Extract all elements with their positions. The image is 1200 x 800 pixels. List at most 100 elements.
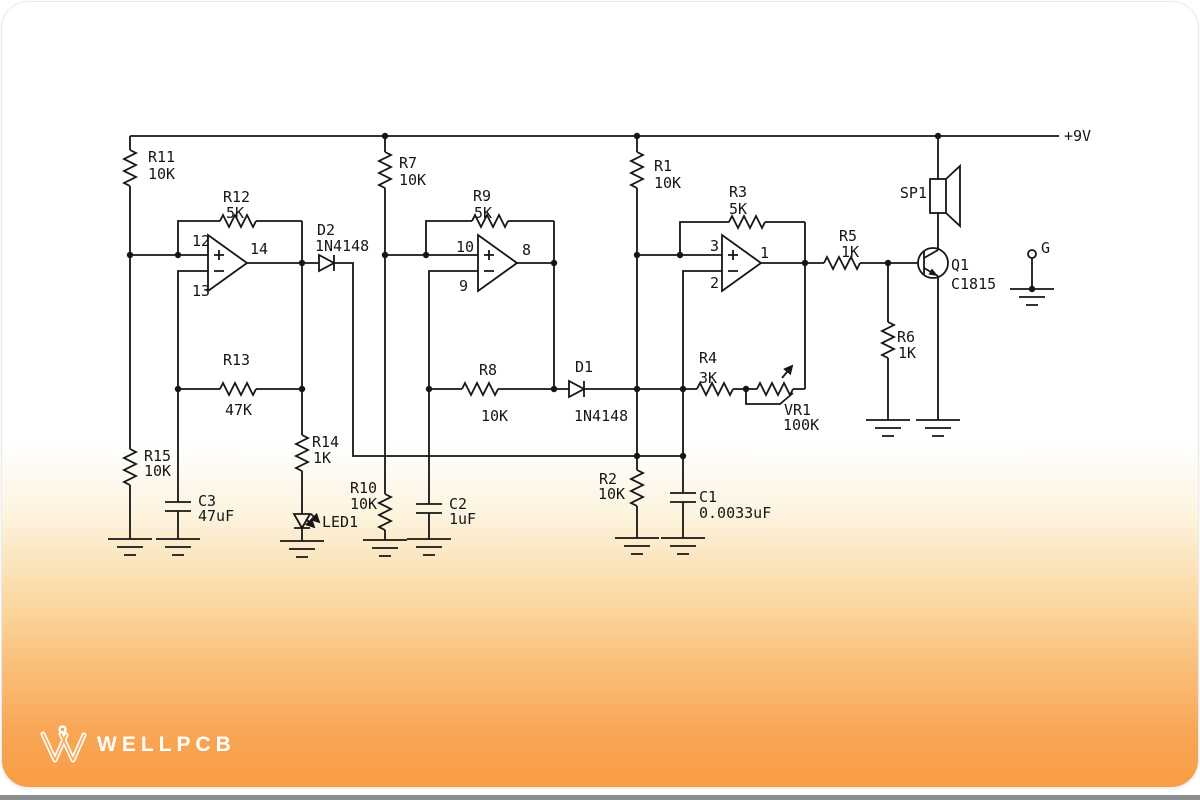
- opamp-triangle-icon: [721, 234, 762, 292]
- value-label: 10K: [598, 485, 625, 503]
- resistor-icon: [123, 448, 137, 486]
- resistor-R3: R3 5K: [728, 183, 766, 229]
- value-label: 1N4148: [574, 407, 628, 425]
- page-bottom-bar: [0, 795, 1200, 800]
- resistor-R14: R14 1K: [295, 433, 339, 472]
- capacitor-C2: C2 1uF: [415, 495, 476, 528]
- resistor-R2: R2 10K: [598, 469, 644, 507]
- transistor-icon: [917, 247, 949, 279]
- ref-label: R15: [144, 447, 171, 465]
- opamp3-pin-inv: 2: [710, 274, 719, 292]
- wellpcb-logo: WELLPCB: [38, 724, 236, 766]
- opamp1-pin-out: 14: [250, 240, 268, 258]
- ref-label: R2: [599, 470, 617, 488]
- capacitor-icon: [164, 501, 192, 512]
- diode-D2: D2 1N4148: [315, 221, 369, 272]
- resistor-icon: [378, 151, 392, 189]
- value-label: 3K: [699, 369, 717, 387]
- resistor-R8: R8 10K: [461, 361, 508, 425]
- ground-terminal-label: G: [1041, 239, 1050, 257]
- resistor-R15: R15 10K: [123, 447, 171, 486]
- ref-label: R5: [839, 227, 857, 245]
- opamp2-pin-noninv: 10: [456, 238, 474, 256]
- ref-label: R4: [699, 349, 717, 367]
- capacitor-icon: [415, 503, 443, 514]
- value-label: 10K: [148, 165, 175, 183]
- ref-label: R6: [897, 328, 915, 346]
- value-label: 1K: [898, 344, 916, 362]
- opamp-2: 10 9 8: [456, 234, 531, 295]
- opamp-triangle-icon: [477, 234, 518, 292]
- value-label: C1815: [951, 275, 996, 293]
- resistor-icon: [461, 382, 499, 396]
- ref-label: SP1: [900, 184, 927, 202]
- value-label: 1K: [313, 449, 331, 467]
- opamp3-pin-out: 1: [760, 244, 769, 262]
- ref-label: R11: [148, 148, 175, 166]
- opamp-triangle-icon: [207, 234, 248, 292]
- wellpcb-w-icon: [40, 725, 87, 763]
- resistor-R10: R10 10K: [350, 479, 392, 531]
- ref-label: R13: [223, 351, 250, 369]
- resistor-R12: R12 5K: [219, 188, 257, 228]
- value-label: 10K: [654, 174, 681, 192]
- ref-label: R8: [479, 361, 497, 379]
- resistor-icon: [630, 469, 644, 507]
- ref-label: R3: [729, 183, 747, 201]
- value-label: 10K: [144, 462, 171, 480]
- value-label: 1uF: [449, 510, 476, 528]
- value-label: 5K: [474, 204, 492, 222]
- value-label: 5K: [226, 204, 244, 222]
- ref-label: R14: [312, 433, 339, 451]
- resistor-icon: [881, 321, 895, 359]
- capacitor-C3: C3 47uF: [164, 492, 234, 525]
- speaker-icon: [929, 178, 947, 214]
- wires: [129, 135, 1059, 541]
- opamp2-pin-out: 8: [522, 241, 531, 259]
- ref-label: Q1: [951, 256, 969, 274]
- resistor-icon: [219, 382, 257, 396]
- power-rail-label: +9V: [1064, 127, 1091, 145]
- transistor-Q1: Q1 C1815: [917, 213, 996, 420]
- potentiometer-VR1: VR1 100K: [745, 364, 819, 434]
- opamp3-pin-noninv: 3: [710, 237, 719, 255]
- value-label: 10K: [399, 171, 426, 189]
- potentiometer-icon: [756, 382, 794, 396]
- value-label: 1K: [841, 243, 859, 261]
- resistor-R7: R7 10K: [378, 151, 426, 189]
- diode-D1: D1 1N4148: [568, 358, 628, 425]
- opamp1-pin-noninv: 12: [192, 232, 210, 250]
- opamp-3: 3 2 1: [710, 234, 769, 292]
- resistor-icon: [378, 493, 392, 531]
- diode-icon: [568, 380, 585, 398]
- junction-dots: [126, 132, 1036, 460]
- resistor-icon: [123, 149, 137, 187]
- resistor-R1: R1 10K: [630, 151, 681, 192]
- resistor-R11: R11 10K: [123, 148, 175, 187]
- ref-label: R1: [654, 157, 672, 175]
- ref-label: C3: [198, 492, 216, 510]
- ground-terminal: G: [1027, 239, 1050, 289]
- opamp1-pin-inv: 13: [192, 282, 210, 300]
- led-LED1: LED1: [292, 512, 358, 531]
- ref-label: C1: [699, 488, 717, 506]
- resistor-R13: R13 47K: [219, 351, 257, 419]
- ref-label: R12: [223, 188, 250, 206]
- value-label: 5K: [729, 200, 747, 218]
- value-label: 0.0033uF: [699, 504, 771, 522]
- value-label: 10K: [350, 495, 377, 513]
- resistor-R6: R6 1K: [881, 321, 916, 362]
- value-label: 1N4148: [315, 237, 369, 255]
- value-label: 100K: [783, 416, 819, 434]
- resistor-R9: R9 5K: [471, 187, 509, 228]
- brand-name: WELLPCB: [97, 733, 236, 756]
- opamp-1: 12 13 14: [192, 232, 268, 300]
- ref-label: C2: [449, 495, 467, 513]
- value-label: 10K: [481, 407, 508, 425]
- resistor-icon: [295, 434, 309, 472]
- capacitor-C1: C1 0.0033uF: [669, 488, 771, 522]
- diode-icon: [318, 254, 335, 272]
- resistor-R4: R4 3K: [696, 349, 734, 396]
